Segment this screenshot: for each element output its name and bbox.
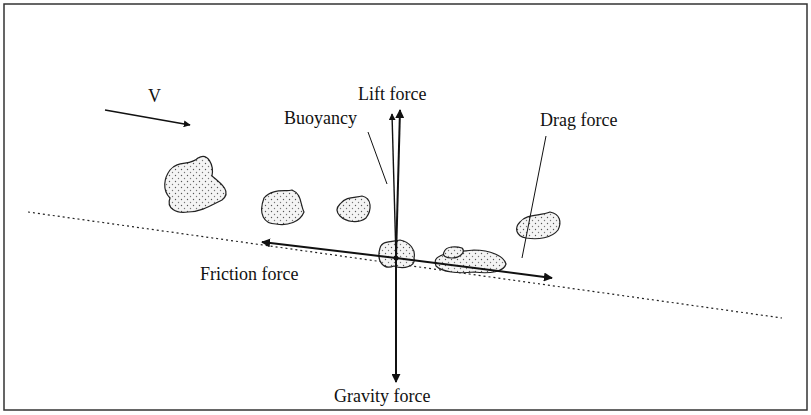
- velocity-label: V: [146, 86, 163, 106]
- leader-line: [522, 136, 546, 258]
- force-label: Buoyancy: [282, 108, 359, 128]
- force-label: Drag force: [538, 110, 619, 130]
- force-label: Friction force: [198, 264, 300, 284]
- force-arrows: [262, 110, 552, 382]
- bed-line: [28, 212, 782, 318]
- force-label: Lift force: [356, 84, 428, 104]
- force-label: Gravity force: [332, 386, 432, 406]
- leader-line: [368, 132, 387, 184]
- frame: [4, 4, 807, 410]
- velocity-arrow: [105, 110, 190, 125]
- sediment-grains: [165, 156, 560, 272]
- force-origin: [394, 256, 399, 261]
